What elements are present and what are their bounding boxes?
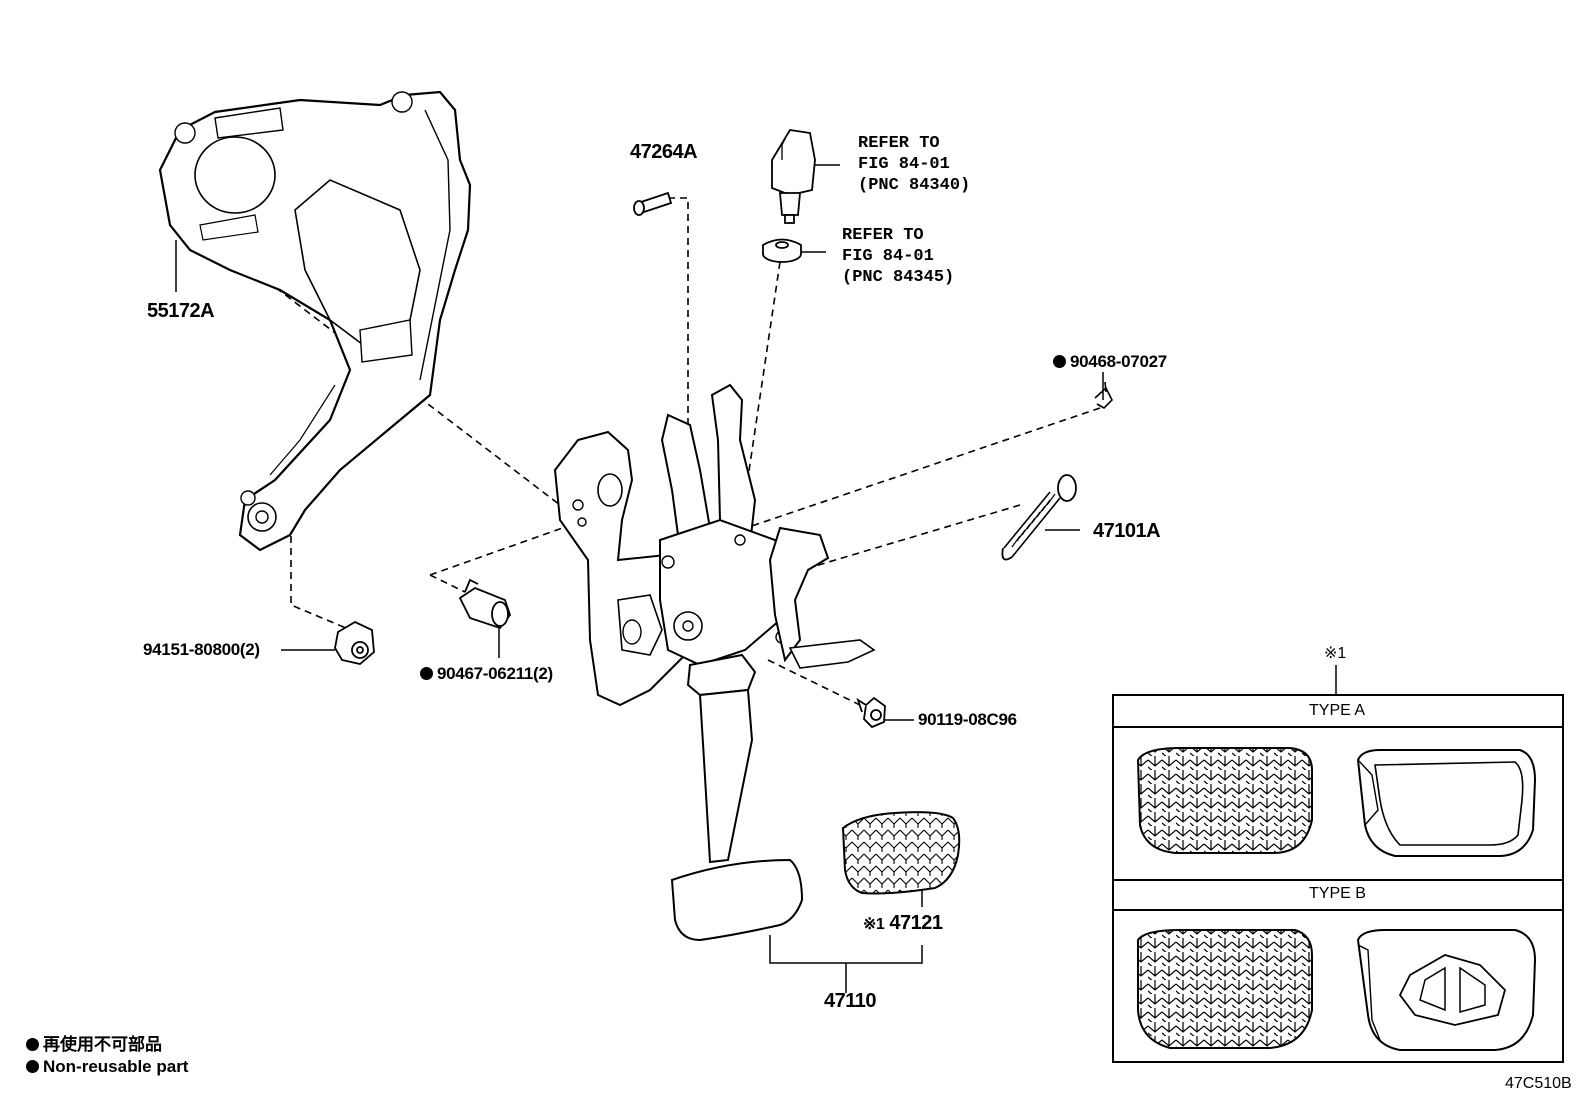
label-nut[interactable]: 94151-80800(2) xyxy=(143,640,260,659)
label-47264A[interactable]: 47264A xyxy=(630,141,698,163)
clip-drawing xyxy=(1094,381,1113,409)
brake-pedal-drawing xyxy=(553,383,876,942)
type-b-pad-drawings xyxy=(1137,929,1537,1051)
label-stop-switch-ref[interactable]: REFER TO FIG 84-01 (PNC 84340) xyxy=(858,134,971,195)
clip-number: 90468-07027 xyxy=(1070,352,1167,371)
bolt-drawing xyxy=(856,696,886,729)
legend-jp-text: 再使用不可部品 xyxy=(43,1035,162,1054)
pin-47264A-drawing xyxy=(633,191,673,216)
spring-drawing xyxy=(1001,474,1077,561)
type-a-pad-drawings xyxy=(1136,747,1537,857)
label-47101A[interactable]: 47101A xyxy=(1093,520,1161,542)
inset-type-a-label: TYPE A xyxy=(1309,702,1366,719)
stop-switch-drawing xyxy=(771,129,816,224)
legend-jp: 再使用不可部品 xyxy=(26,1030,162,1055)
legend-en-text: Non-reusable part xyxy=(43,1057,189,1076)
label-bolt[interactable]: 90119-08C96 xyxy=(918,710,1017,729)
inset-type-b-label: TYPE B xyxy=(1309,885,1366,902)
bolt-clip-number: 90467-06211(2) xyxy=(437,664,553,683)
pad-number: 47121 xyxy=(889,912,943,934)
bolt-clip-drawing xyxy=(458,578,512,630)
bracket-55172A-drawing xyxy=(158,90,472,552)
label-55172A[interactable]: 55172A xyxy=(147,300,215,322)
cushion-drawing xyxy=(762,238,802,263)
inset-mark: ※1 xyxy=(1324,645,1347,662)
legend-dot-icon xyxy=(26,1038,39,1051)
label-47121[interactable]: ※1 47121 xyxy=(863,912,943,935)
label-cushion-ref[interactable]: REFER TO FIG 84-01 (PNC 84345) xyxy=(842,226,955,287)
label-47110[interactable]: 47110 xyxy=(824,990,877,1012)
non-reusable-dot-icon xyxy=(1053,355,1066,368)
pad-mark: ※1 xyxy=(863,916,885,933)
non-reusable-dot-icon xyxy=(420,667,433,680)
inset-frame xyxy=(1112,694,1564,1063)
nut-drawing xyxy=(334,620,375,665)
label-clip[interactable]: 90468-07027 xyxy=(1053,352,1167,372)
pedal-pad-47121-drawing xyxy=(841,811,961,895)
legend-dot-icon xyxy=(26,1060,39,1073)
figure-code: 47C510B xyxy=(1505,1075,1572,1092)
label-bolt-clip[interactable]: 90467-06211(2) xyxy=(420,664,553,684)
legend-en: Non-reusable part xyxy=(26,1057,188,1077)
